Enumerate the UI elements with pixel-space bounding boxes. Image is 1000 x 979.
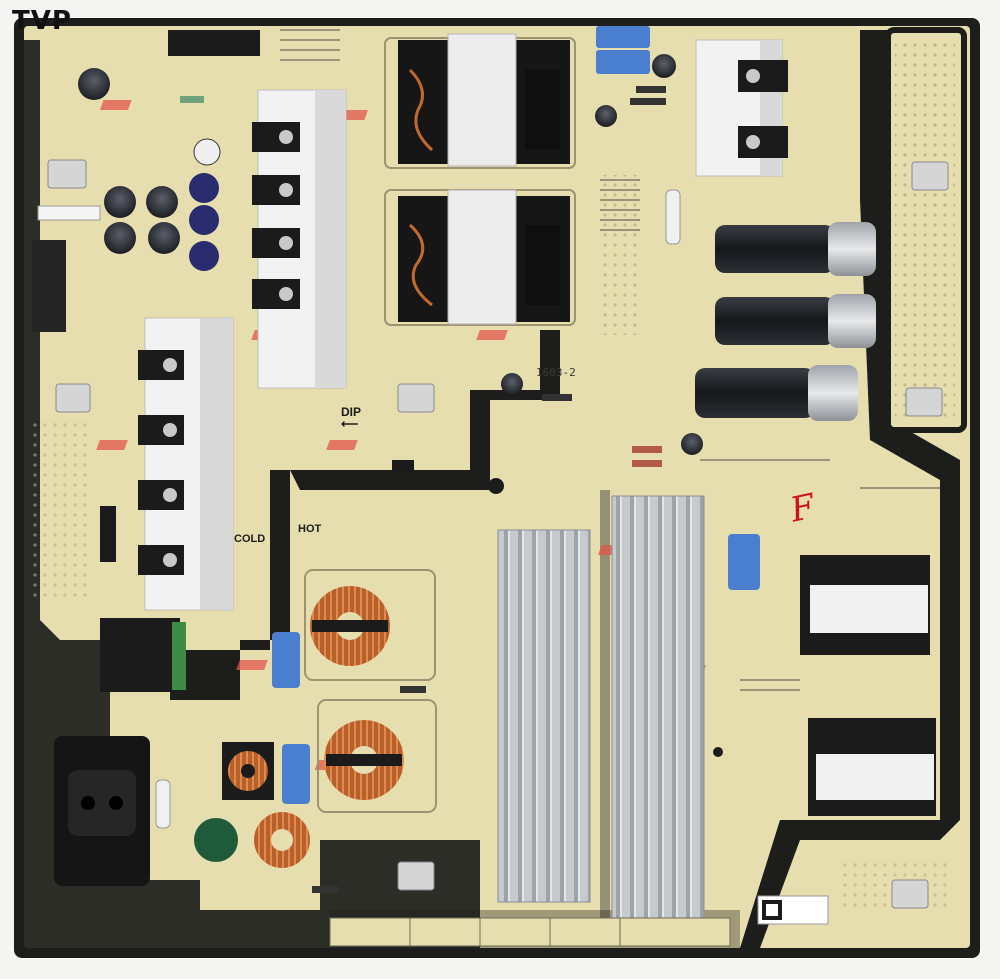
heatsink-center-left <box>497 529 591 903</box>
small-component-group <box>100 86 723 893</box>
transformer-standby-1 <box>800 555 930 655</box>
small-capacitor-group <box>78 54 703 862</box>
film-capacitor-group <box>272 26 760 804</box>
mounting-clip-group <box>47 159 949 909</box>
mosfet-group <box>138 350 184 575</box>
cold-label: COLD <box>234 533 265 545</box>
ac-input-socket <box>54 736 150 886</box>
hot-label: HOT <box>298 523 322 535</box>
toroid-choke-3 <box>222 742 310 868</box>
transformer-upper <box>384 33 576 169</box>
heatsink-left-upper <box>252 89 347 389</box>
bulk-capacitor-2 <box>715 294 876 348</box>
heatsink-top-right <box>695 39 788 177</box>
heatsink-center-right <box>611 495 705 921</box>
dip-arrow-icon: ⟵ <box>341 417 358 431</box>
transformer-standby-2 <box>808 718 936 816</box>
bulk-capacitor-3 <box>695 365 858 421</box>
dip-label: DIP <box>341 405 361 419</box>
watermark-label: TVP <box>12 6 72 36</box>
heatsink-left-lower <box>138 317 234 611</box>
board-revision-label: 1603-2 <box>536 366 576 379</box>
bulk-capacitor-1 <box>715 222 876 276</box>
transformer-lower <box>384 189 576 326</box>
toroid-choke-1 <box>304 569 436 681</box>
connector-group <box>32 30 260 692</box>
silkscreen-lines <box>280 29 940 691</box>
toroid-choke-2 <box>317 699 437 813</box>
bottom-label-strip <box>329 917 731 947</box>
barcode-label <box>37 205 829 925</box>
